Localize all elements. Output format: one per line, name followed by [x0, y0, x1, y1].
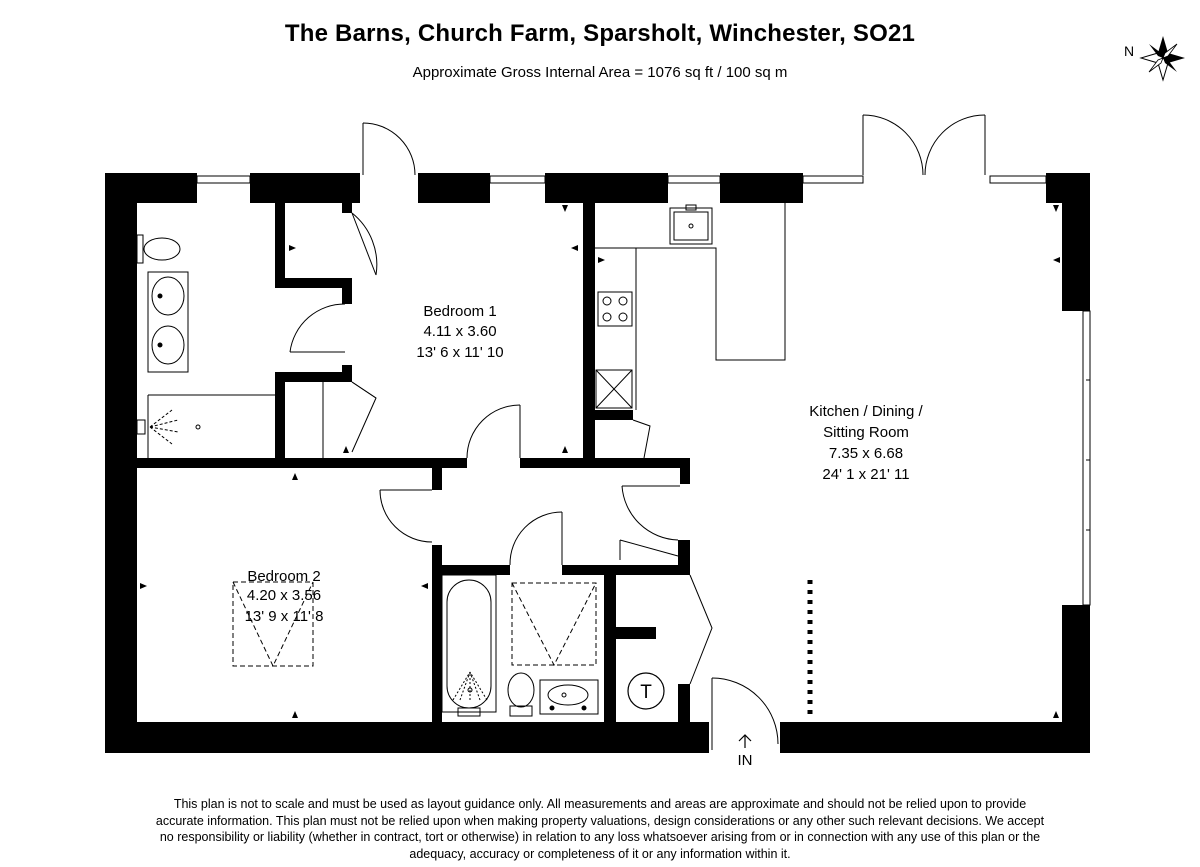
room-metric: 4.20 x 3.56 [247, 587, 321, 604]
room-name-line2: Sitting Room [823, 424, 909, 441]
plan-title: The Barns, Church Farm, Sparsholt, Winch… [284, 20, 916, 47]
ensuite-fixtures [136, 234, 324, 458]
room-metric: 7.35 x 6.68 [829, 445, 903, 462]
measurement-markers [140, 205, 1060, 718]
skylight [232, 581, 314, 668]
plan-subtitle: Approximate Gross Internal Area = 1076 s… [412, 64, 788, 81]
room-metric: 4.11 x 3.60 [423, 323, 496, 340]
room-label-bedroom-2: Bedroom 2 4.20 x 3.56 13' 9 x 11' 8 [245, 568, 324, 625]
external-walls [105, 173, 1090, 753]
room-name: Bedroom 2 [247, 568, 320, 585]
entrance-label: IN [738, 752, 753, 769]
room-label-bedroom-1: Bedroom 1 4.11 x 3.60 13' 6 x 11' 10 [416, 303, 503, 361]
kitchen-fixtures [595, 203, 786, 410]
compass-rose-icon [1139, 36, 1185, 82]
room-name-line1: Kitchen / Dining / [809, 403, 923, 420]
disclaimer-text: This plan is not to scale and must be us… [155, 797, 1045, 861]
room-imperial: 13' 6 x 11' 10 [416, 344, 503, 361]
tank-label: T [640, 682, 652, 703]
windows [196, 175, 1091, 606]
water-tank-icon: T [627, 672, 665, 710]
entrance-arrow-icon [738, 734, 752, 748]
bathroom-fixtures [441, 574, 599, 717]
internal-walls [137, 203, 690, 725]
room-imperial: 13' 9 x 11' 8 [245, 608, 324, 625]
door-swings [289, 114, 986, 750]
room-name: Bedroom 1 [423, 303, 496, 320]
room-imperial: 24' 1 x 21' 11 [822, 466, 909, 483]
compass-north-label: N [1124, 43, 1135, 59]
room-label-kitchen: Kitchen / Dining / Sitting Room 7.35 x 6… [809, 403, 923, 483]
